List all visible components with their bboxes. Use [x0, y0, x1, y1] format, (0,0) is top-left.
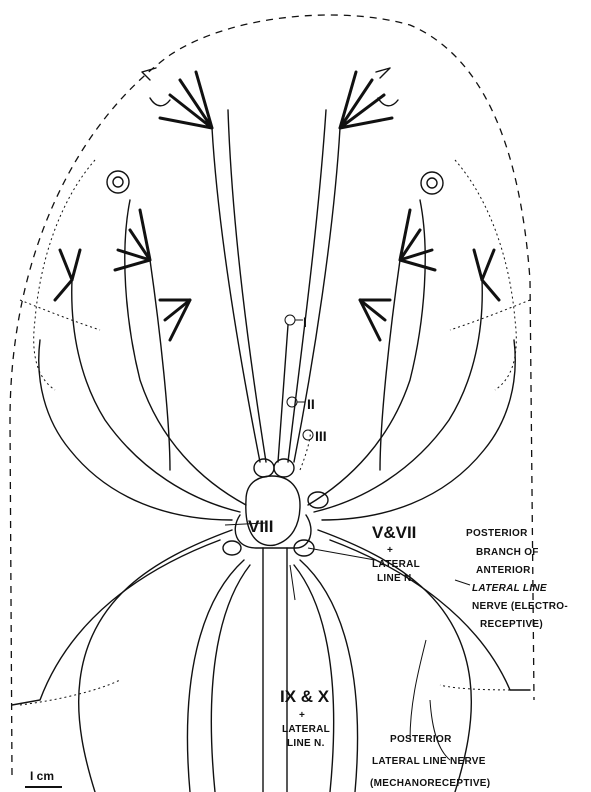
label-V-VII: V&VII [372, 523, 416, 542]
left-naris [142, 68, 170, 106]
left-eye [107, 171, 129, 193]
label-IX-X: IX & X [280, 687, 330, 706]
label-II: II [307, 396, 315, 412]
label-posterior-ll-1: POSTERIOR [390, 734, 452, 745]
label-posterior-branch-1: POSTERIOR [466, 528, 528, 539]
label-III: III [315, 428, 327, 444]
head-outline [10, 15, 534, 775]
posterior-nerves [12, 530, 530, 792]
leader-ix-x [290, 565, 295, 600]
label-posterior-branch-4: LATERAL LINE [472, 583, 547, 594]
label-plus-1: + [387, 545, 393, 556]
label-plus-2: + [299, 710, 305, 721]
scale-label: I cm [30, 769, 54, 783]
label-posterior-ll-3: (MECHANORECEPTIVE) [370, 778, 490, 789]
label-line-n-1: LINE N. [377, 573, 415, 584]
brain [223, 459, 328, 556]
optic-nerves [278, 315, 313, 470]
olfactory-nerves [160, 72, 392, 462]
left-anterior-branches [20, 160, 246, 520]
right-eye [421, 172, 443, 194]
label-lateral-1: LATERAL [372, 559, 420, 570]
leader-posterior-ll [430, 700, 450, 760]
spinal-cord [263, 548, 287, 792]
label-posterior-branch-3: ANTERIOR [476, 565, 531, 576]
label-line-n-2: LINE N. [287, 738, 325, 749]
right-anterior-branches [308, 160, 530, 520]
label-I: I [303, 314, 307, 330]
label-posterior-ll-2: LATERAL LINE NERVE [372, 756, 486, 767]
label-lateral-2: LATERAL [282, 724, 330, 735]
label-posterior-branch-2: BRANCH OF [476, 547, 539, 558]
leader-posterior-branch [455, 580, 470, 585]
label-posterior-branch-5: NERVE (ELECTRO- [472, 601, 568, 612]
label-posterior-branch-6: RECEPTIVE) [480, 619, 543, 630]
label-VIII: VIII [248, 517, 274, 536]
